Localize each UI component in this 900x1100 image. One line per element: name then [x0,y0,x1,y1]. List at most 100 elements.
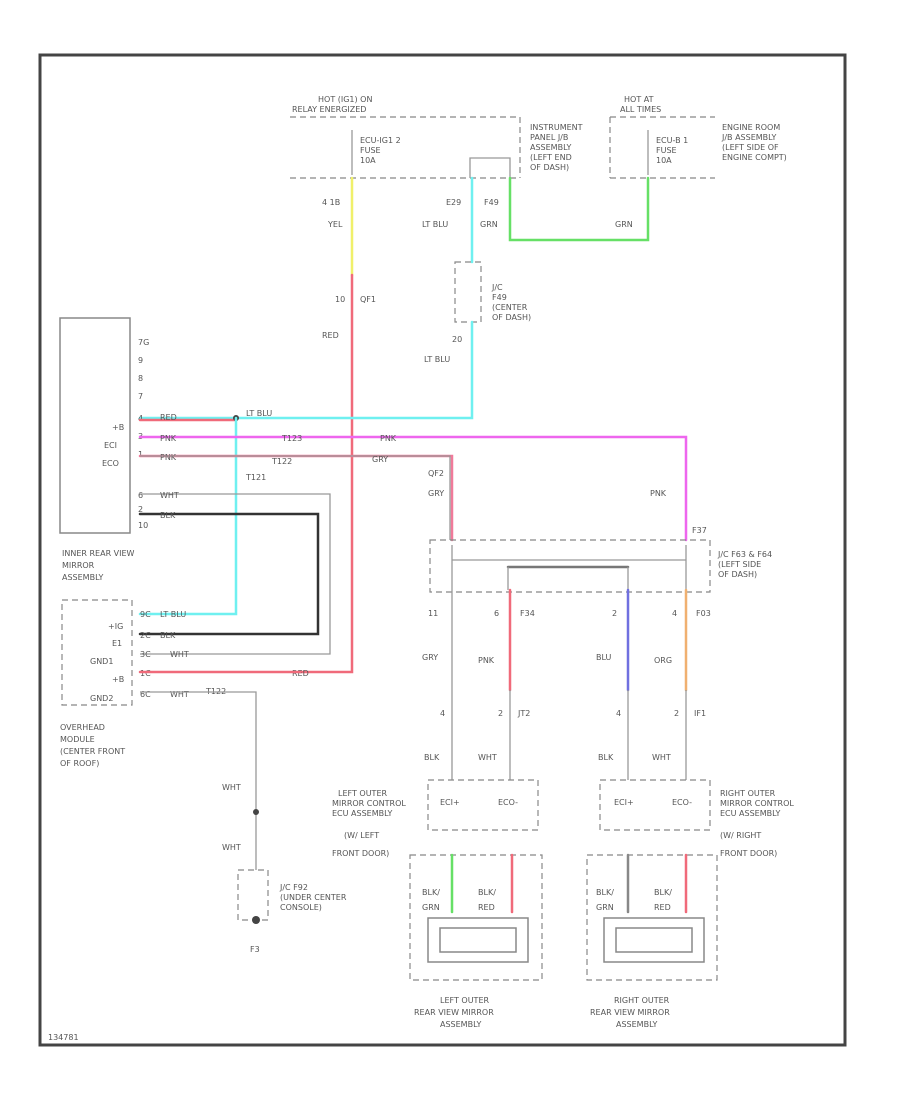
right-ecu-wire-wht: WHT [652,753,671,762]
oh-pin-num-2c: 2C [140,631,151,640]
wire-black [138,512,320,636]
ip-jb-label-3: ASSEMBLY [530,143,571,152]
ip-jb-bridge [469,157,511,178]
fuse-left-label-3: 10A [360,156,376,165]
left-mirror-label-2: REAR VIEW MIRROR [414,1008,494,1017]
im-wire-wht: WHT [160,491,179,500]
jc-f92-label-1: J/C F92 [279,883,308,892]
im-conn-t123: T123 [281,434,302,443]
left-mirror-wire-4: RED [478,903,495,912]
jc-f63-label-1: J/C F63 & F64 [717,550,772,559]
right-mirror-motor-outer [603,917,705,963]
fuse-right-label-2: FUSE [656,146,677,155]
right-mirror-wire-4: RED [654,903,671,912]
mid-f37: F37 [692,526,707,535]
im-pin-3: 8 [138,374,143,383]
fuse-left-label-2: FUSE [360,146,381,155]
overhead-label-3: (CENTER FRONT [60,747,125,756]
pin-4-1b: 4 1B [322,198,340,207]
inner-mirror-label-1: INNER REAR VIEW [62,549,135,558]
right-ecu-label-4: (W/ RIGHT [720,831,761,840]
left-mirror-wire-3: BLK/ [478,888,496,897]
wire-cyan-mid [138,320,474,420]
jc-f92-label-3: CONSOLE) [280,903,322,912]
jc-f49-label-1: J/C [491,283,503,292]
wire-white-inner [140,493,331,655]
right-mirror-label-1: RIGHT OUTER [614,996,670,1005]
ip-jb-label-4: (LEFT END [530,153,572,162]
oh-pin-ig: +IG [108,622,123,631]
jc-f49-label-4: OF DASH) [492,313,531,322]
oh-pin-gnd2: GND2 [90,694,113,703]
right-ecu-wire-blk: BLK [598,753,614,762]
engine-room-label-2: J/B ASSEMBLY [721,133,777,142]
right-mirror-label-3: ASSEMBLY [616,1020,657,1029]
jc-f49-label-3: (CENTER [492,303,528,312]
inner-mirror-label-2: MIRROR [62,561,95,570]
oh-pin-b: +B [112,675,124,684]
relay-label: RELAY ENERGIZED [292,105,366,114]
left-mirror-motor-outer [427,917,529,963]
left-ecu-num-2: 2 [498,709,503,718]
engine-room-label-3: (LEFT SIDE OF [722,143,779,152]
right-ecu-box [599,779,711,831]
jc-conn-f03: F03 [696,609,711,618]
jc-pin-2: 2 [612,609,617,618]
red-feed-pin: 10 [335,295,345,304]
right-ecu-label-3: ECU ASSEMBLY [720,809,781,818]
ip-jb-label-5: OF DASH) [530,163,569,172]
ground-wht-2: WHT [222,843,241,852]
right-ecu-label-1: RIGHT OUTER [720,789,776,798]
left-ecu-pin-eci: ECI+ [440,798,460,807]
oh-wire-3: WHT [170,650,189,659]
im-conn-t122: T122 [271,457,292,466]
wire-red-main [298,273,354,674]
engine-room-label-4: ENGINE COMPT) [722,153,787,162]
left-ecu-pin-eco: ECO- [498,798,518,807]
im-wire-ltblu: LT BLU [246,409,272,418]
im-pin-10: 10 [138,521,148,530]
left-ecu-label-2: MIRROR CONTROL [332,799,406,808]
left-ecu-label-3: ECU ASSEMBLY [332,809,393,818]
oh-pin-num-3c: 3C [140,650,151,659]
oh-wire-2: BLK [160,631,176,640]
hot-ig-label: HOT (IG1) ON [318,95,372,104]
im-pin-1: 7G [138,338,149,347]
left-mirror-label-3: ASSEMBLY [440,1020,481,1029]
left-mirror-box [409,854,543,981]
jc-f92-box [237,869,269,921]
jc-pin-4: 4 [672,609,677,618]
pin-f49: F49 [484,198,499,207]
oh-wire-1: LT BLU [160,610,186,619]
im-wire-blk: BLK [160,511,176,520]
mid-pnk2: PNK [650,489,667,498]
overhead-box [61,599,133,706]
left-ecu-label-5: FRONT DOOR) [332,849,389,858]
mid-pnk: PNK [380,434,397,443]
right-mirror-motor-inner [615,927,693,953]
wire-grn-right: GRN [615,220,633,229]
left-ecu-wire-wht: WHT [478,753,497,762]
overhead-label-1: OVERHEAD [60,723,105,732]
jc-f92-label-2: (UNDER CENTER [280,893,347,902]
oh-pin-gnd1: GND1 [90,657,113,666]
oh-pin-num-1c: 1C [140,669,151,678]
left-mirror-motor-inner [439,927,517,953]
wire-grn-top: GRN [480,220,498,229]
wire-green [508,176,650,242]
red-feed-wire: RED [322,331,339,340]
right-mirror-label-2: REAR VIEW MIRROR [590,1008,670,1017]
ip-jb-label-1: INSTRUMENT [530,123,583,132]
jc-pin-6: 6 [494,609,499,618]
oh-wire-4: RED [292,669,309,678]
im-conn-t121: T121 [245,473,266,482]
im-pin-7: 1 [138,450,143,459]
jc-f63-box [429,539,711,593]
jc-f63-label-2: (LEFT SIDE [718,560,761,569]
im-pin-8: 6 [138,491,143,500]
wire-magenta-eci [138,435,688,542]
right-ecu-num-2: 2 [674,709,679,718]
mid-gry2: GRY [428,489,444,498]
right-ecu-if1: IF1 [694,709,706,718]
